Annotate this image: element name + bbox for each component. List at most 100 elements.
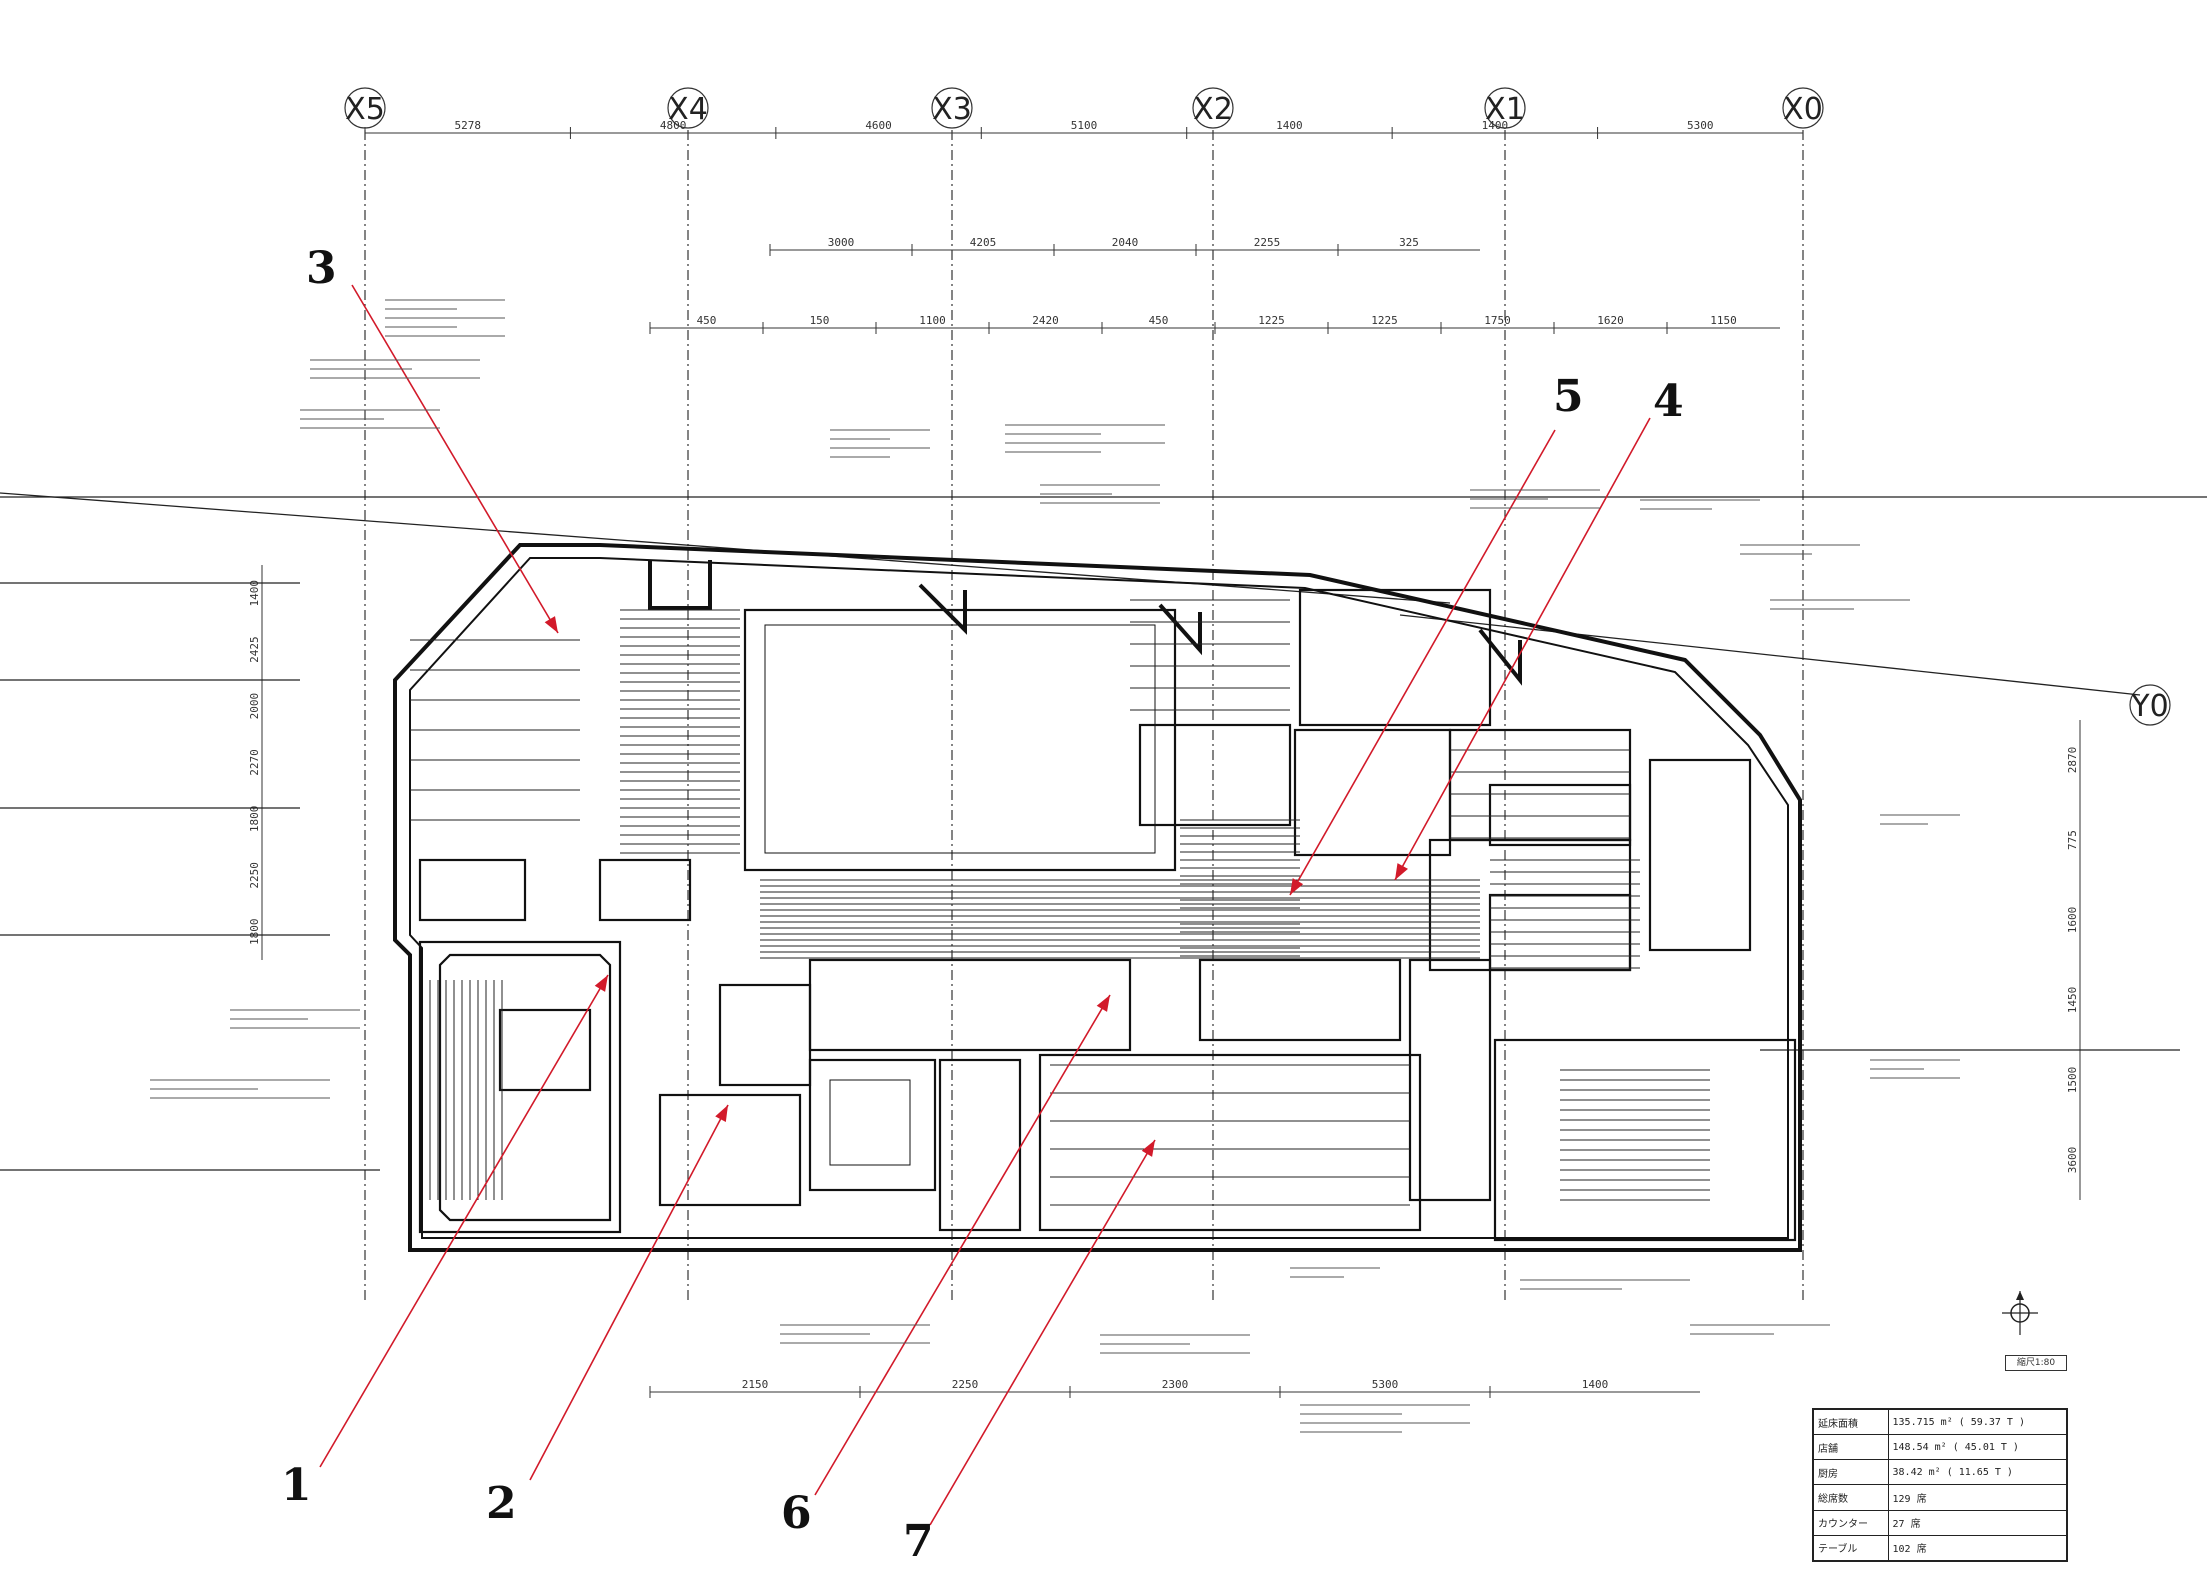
dimension-label: 2250 — [952, 1378, 979, 1391]
grid-label: X0 — [1783, 92, 1823, 127]
callout-number: 1 — [281, 1460, 312, 1511]
dimension-label: 1500 — [2066, 1067, 2079, 1094]
dimension-label: 450 — [697, 314, 717, 327]
grid-label: X4 — [668, 92, 708, 127]
grid-bubble — [667, 87, 709, 129]
dimension-label: 1800 — [248, 806, 261, 833]
callout-arrowhead — [1141, 1140, 1155, 1157]
dimension-lines: 5278 4800 4600 5100 1400 1400 5300 3000 4205 2040… — [248, 119, 2081, 1398]
dimension-label: 1620 — [1597, 314, 1624, 327]
callout-leader — [929, 1139, 1156, 1526]
callout-number: 5 — [1553, 371, 1584, 422]
dimension-label: 1100 — [919, 314, 946, 327]
grid-label: X2 — [1193, 92, 1233, 127]
callout-arrowhead — [1290, 878, 1304, 895]
dimension-label: 1400 — [1482, 119, 1509, 132]
dimension-label: 2000 — [248, 693, 261, 720]
area-label: 店舗 — [1812, 1434, 1889, 1461]
area-label: 総席数 — [1812, 1484, 1889, 1511]
dimension-label: 450 — [1149, 314, 1169, 327]
dimension-label: 4205 — [970, 236, 997, 249]
dimension-label: 2300 — [1162, 1378, 1189, 1391]
dimension-label: 2040 — [1112, 236, 1139, 249]
dimension-label: 2420 — [1032, 314, 1059, 327]
callout-number: 2 — [486, 1478, 517, 1529]
area-value: 102 席 — [1887, 1534, 2068, 1562]
area-value: 27 席 — [1887, 1509, 2068, 1536]
interior-walls — [418, 588, 1797, 1242]
callout-leader — [529, 1104, 729, 1481]
dimension-label: 2425 — [248, 636, 261, 663]
callout-number: 7 — [903, 1516, 934, 1567]
dimension-label: 5278 — [454, 119, 481, 132]
grid-bubble — [931, 87, 973, 129]
area-label: 厨房 — [1812, 1459, 1889, 1486]
grid-label: X5 — [345, 92, 385, 127]
callout-arrowhead — [594, 975, 608, 992]
dimension-label: 2150 — [742, 1378, 769, 1391]
callout-leader — [351, 284, 559, 634]
dimension-label: 2250 — [248, 862, 261, 889]
callout-arrowhead — [1096, 995, 1110, 1012]
area-value: 148.54 m² ( 45.01 T ) — [1887, 1434, 2068, 1461]
seating-hatch — [410, 599, 1640, 1206]
grid-label: X3 — [932, 92, 972, 127]
stair-treads — [429, 980, 1710, 1201]
dimension-label: 2270 — [248, 749, 261, 776]
callout-number: 6 — [781, 1488, 812, 1539]
callout-leader — [1394, 417, 1651, 881]
dimension-label: 325 — [1399, 236, 1419, 249]
grid-bubble — [1782, 87, 1824, 129]
dimension-label: 1225 — [1371, 314, 1398, 327]
callout-leader — [319, 974, 609, 1468]
dimension-label: 1150 — [1710, 314, 1737, 327]
callout-arrowhead — [715, 1105, 728, 1122]
area-label: カウンター — [1812, 1509, 1889, 1536]
callout-arrowhead — [1395, 863, 1408, 880]
north-arrow-icon — [2002, 1291, 2038, 1335]
dimension-label: 150 — [810, 314, 830, 327]
callout-number: 4 — [1653, 376, 1684, 427]
dimension-label: 1750 — [1484, 314, 1511, 327]
construction-lines — [0, 492, 2207, 1171]
dimension-label: 2255 — [1254, 236, 1281, 249]
area-label: テーブル — [1812, 1534, 1889, 1562]
callout-number: 3 — [306, 243, 337, 294]
grid-bubble — [1192, 87, 1234, 129]
dimension-label: 4800 — [660, 119, 687, 132]
dimension-label: 1600 — [2066, 907, 2079, 934]
dimension-label: 1400 — [248, 580, 261, 607]
grid-bubble — [1484, 87, 1526, 129]
dimension-label: 5300 — [1687, 119, 1714, 132]
dimension-label: 3000 — [828, 236, 855, 249]
dimension-label: 1225 — [1258, 314, 1285, 327]
dimension-label: 1400 — [1582, 1378, 1609, 1391]
dimension-label: 1800 — [248, 919, 261, 946]
area-value: 129 席 — [1887, 1484, 2068, 1511]
callout-leader — [814, 994, 1111, 1496]
dimension-label: 1450 — [2066, 987, 2079, 1014]
dimension-label: 5300 — [1372, 1378, 1399, 1391]
dimension-label: 2870 — [2066, 747, 2079, 774]
callout-arrowhead — [544, 616, 558, 633]
area-value: 135.715 m² ( 59.37 T ) — [1887, 1408, 2068, 1436]
area-value: 38.42 m² ( 11.65 T ) — [1887, 1459, 2068, 1486]
dimension-label: 4600 — [865, 119, 892, 132]
scale-label: 縮尺1:80 — [2005, 1355, 2067, 1371]
dimension-label: 775 — [2066, 830, 2079, 850]
dimension-label: 5100 — [1071, 119, 1098, 132]
grid-label: X1 — [1485, 92, 1525, 127]
note-blocks — [150, 299, 1960, 1433]
dimension-label: 1400 — [1276, 119, 1303, 132]
dimension-label: 3600 — [2066, 1147, 2079, 1174]
callout-leaders — [319, 284, 1651, 1526]
